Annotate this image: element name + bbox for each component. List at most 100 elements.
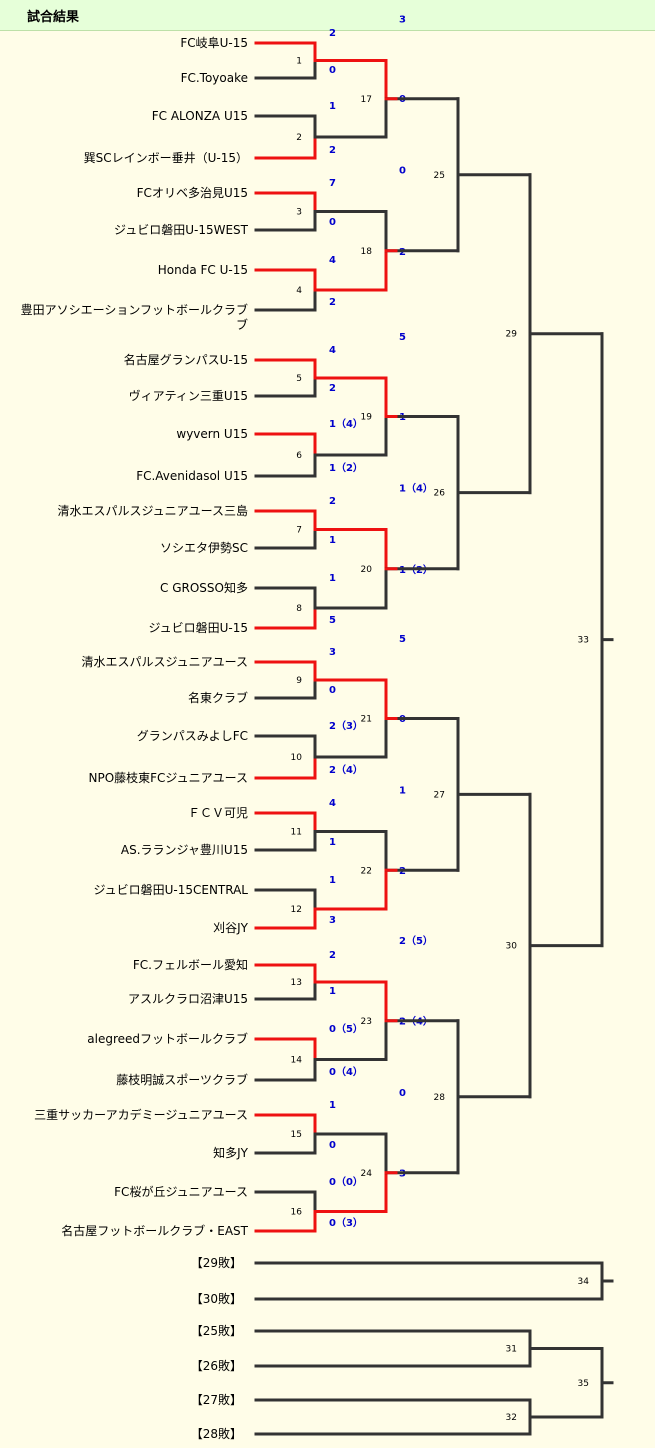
score-label: 2 xyxy=(329,950,336,961)
match-number: 22 xyxy=(361,866,372,876)
score-label: 7 xyxy=(329,178,336,189)
match-number: 21 xyxy=(361,715,372,725)
team-name: 豊田アソシエーションフットボールクラブ xyxy=(21,302,248,317)
match-number: 34 xyxy=(578,1277,590,1287)
match-number: 9 xyxy=(296,676,302,686)
score-label: 0（4） xyxy=(329,1065,363,1078)
match-number: 2 xyxy=(296,133,302,143)
score-label: 2 xyxy=(399,247,406,258)
match-number: 25 xyxy=(434,171,445,181)
loser-label: 【26敗】 xyxy=(191,1358,242,1373)
team-name: FC.Toyoake xyxy=(181,71,248,85)
match-number: 12 xyxy=(291,905,302,915)
match-number: 33 xyxy=(578,636,589,646)
team-name: 名古屋グランパスU-15 xyxy=(124,352,248,367)
match-number: 18 xyxy=(361,247,373,257)
team-name: FC桜が丘ジュニアユース xyxy=(114,1184,248,1199)
team-name: FCオリベ多治見U15 xyxy=(137,186,248,200)
match-number: 14 xyxy=(291,1056,303,1066)
match-number: 7 xyxy=(296,526,302,536)
score-label: 0 xyxy=(329,685,336,696)
score-label: 0 xyxy=(329,1140,336,1151)
match-number: 5 xyxy=(296,374,302,384)
score-label: 2（4） xyxy=(329,763,363,776)
match-number: 27 xyxy=(434,790,445,800)
team-name: ヴィアティン三重U15 xyxy=(129,388,248,403)
score-label: 2（3） xyxy=(329,719,363,732)
team-name: AS.ラランジャ豊川U15 xyxy=(121,843,248,857)
team-name: alegreedフットボールクラブ xyxy=(87,1031,248,1046)
score-label: 2 xyxy=(329,496,336,507)
team-name: ジュビロ磐田U-15 xyxy=(148,621,248,635)
score-label: 4 xyxy=(329,345,336,356)
match-number: 6 xyxy=(296,451,302,461)
score-label: 0（0） xyxy=(329,1175,363,1188)
score-label: 2 xyxy=(329,145,336,156)
match-number: 17 xyxy=(361,95,372,105)
score-label: 0 xyxy=(329,65,336,76)
team-name: FC ALONZA U15 xyxy=(152,109,248,123)
loser-label: 【29敗】 xyxy=(191,1255,242,1270)
team-name: 清水エスパルスジュニアユース三島 xyxy=(57,503,248,518)
team-name: FC岐阜U-15 xyxy=(180,36,248,50)
match-number: 11 xyxy=(291,828,302,838)
score-label: 4 xyxy=(329,798,336,809)
team-name: Honda FC U-15 xyxy=(158,263,248,277)
team-name: 名東クラブ xyxy=(188,690,248,705)
team-name: グランパスみよしFC xyxy=(137,729,248,743)
match-number: 15 xyxy=(291,1130,302,1140)
loser-label: 【30敗】 xyxy=(191,1291,242,1306)
loser-label: 【28敗】 xyxy=(191,1426,242,1441)
team-name: 巽SCレインボー垂井（U-15） xyxy=(84,151,248,165)
score-label: 1（4） xyxy=(399,482,433,495)
match-number: 32 xyxy=(506,1413,517,1423)
match-number: 20 xyxy=(361,565,373,575)
match-number: 10 xyxy=(291,753,303,763)
team-name: 刈谷JY xyxy=(213,921,249,935)
match-number: 8 xyxy=(296,604,302,614)
score-label: 0 xyxy=(329,217,336,228)
score-label: 1 xyxy=(329,986,336,997)
score-label: 2（5） xyxy=(399,934,433,947)
loser-label: 【25敗】 xyxy=(191,1323,242,1338)
team-name: 藤枝明誠スポーツクラブ xyxy=(116,1072,248,1087)
score-label: 1 xyxy=(329,875,336,886)
team-name: ジュビロ磐田U-15CENTRAL xyxy=(93,883,248,897)
match-number: 13 xyxy=(291,978,302,988)
team-name: wyvern U15 xyxy=(176,427,248,441)
page-title: 試合結果 xyxy=(27,10,80,25)
team-name: ＦＣＶ可児 xyxy=(188,806,248,820)
team-name: 清水エスパルスジュニアユース xyxy=(81,655,248,669)
score-label: 2 xyxy=(329,383,336,394)
team-name: 知多JY xyxy=(213,1146,249,1160)
match-number: 4 xyxy=(296,286,302,296)
team-name: NPO藤枝東FCジュニアユース xyxy=(88,770,248,785)
score-label: 1 xyxy=(329,837,336,848)
header-bar: 試合結果 xyxy=(0,0,655,31)
match-number: 31 xyxy=(506,1345,517,1355)
score-label: 4 xyxy=(329,255,336,266)
score-label: 3 xyxy=(329,915,336,926)
match-number: 26 xyxy=(434,489,446,499)
match-number: 19 xyxy=(361,413,373,423)
score-label: 1 xyxy=(329,535,336,546)
match-number: 35 xyxy=(578,1379,589,1389)
match-number: 28 xyxy=(434,1093,446,1103)
score-label: 5 xyxy=(399,634,406,645)
match-number: 30 xyxy=(506,942,518,952)
score-label: 0 xyxy=(399,166,406,177)
score-label: 1 xyxy=(329,101,336,112)
score-label: 3 xyxy=(329,647,336,658)
team-name: C GROSSO知多 xyxy=(160,581,248,595)
team-name: 名古屋フットボールクラブ・EAST xyxy=(61,1223,248,1238)
match-number: 1 xyxy=(296,57,302,67)
team-name: ソシエタ伊勢SC xyxy=(160,540,248,555)
score-label: 5 xyxy=(399,332,406,343)
score-label: 2 xyxy=(329,28,336,39)
match-number: 3 xyxy=(296,208,302,218)
score-label: 1 xyxy=(399,786,406,797)
team-name: FC.フェルボール愛知 xyxy=(133,958,248,972)
score-label: 0（5） xyxy=(329,1022,363,1035)
score-label: 1 xyxy=(329,1100,336,1111)
